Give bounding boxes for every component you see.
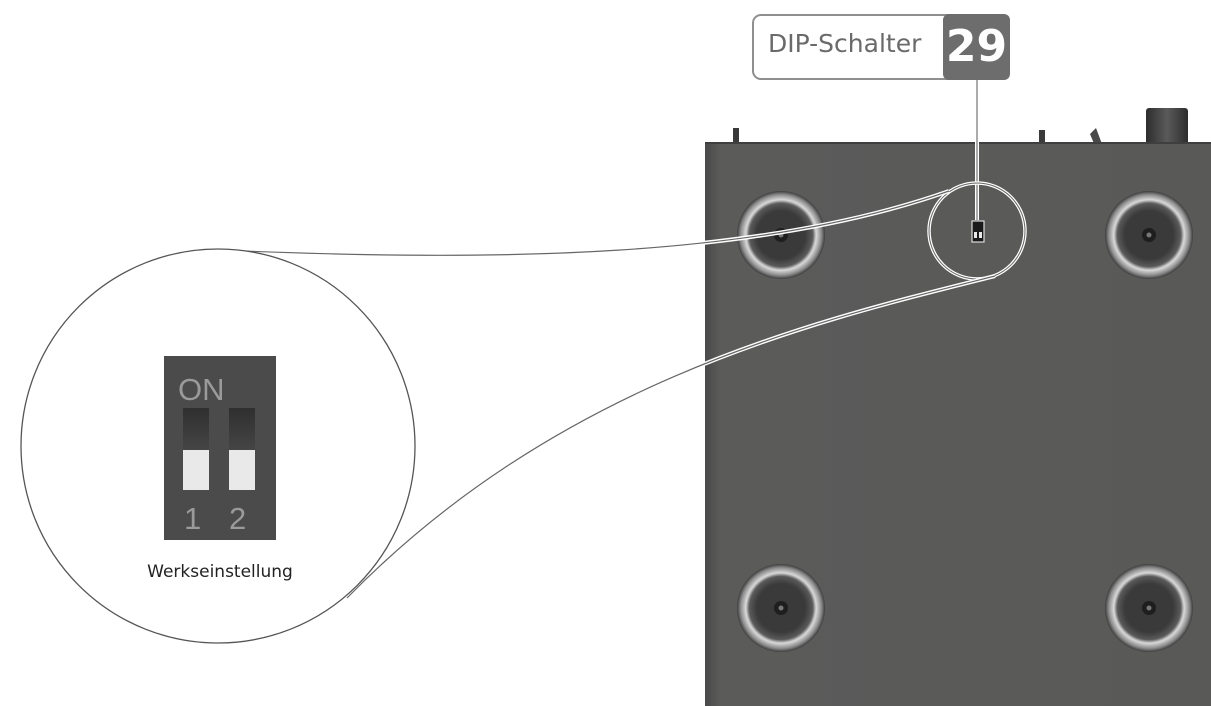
foot-top-left: [737, 191, 825, 279]
callout-label: DIP-Schalter: [768, 29, 922, 58]
connector-pin-mid: [1039, 130, 1045, 144]
callout: DIP-Schalter 29: [752, 14, 1010, 80]
connector-lever: [1090, 128, 1102, 146]
dip-on-label: ON: [178, 372, 225, 407]
connector-pin-left: [733, 128, 739, 144]
dip-lever-2: [229, 450, 255, 490]
callout-number: 29: [943, 14, 1010, 80]
dip-switch-enlarged: [164, 356, 276, 540]
zoom-caption: Werkseinstellung: [147, 562, 293, 582]
foot-bottom-right: [1105, 564, 1193, 652]
dip-lever-1: [183, 450, 209, 490]
foot-top-right: [1105, 191, 1193, 279]
dip-switch-1-label: 1: [184, 501, 202, 536]
dip-switch-small: [971, 220, 985, 243]
connector-knob: [1146, 108, 1188, 146]
dip-switch-2-label: 2: [229, 501, 247, 536]
foot-bottom-left: [737, 564, 825, 652]
